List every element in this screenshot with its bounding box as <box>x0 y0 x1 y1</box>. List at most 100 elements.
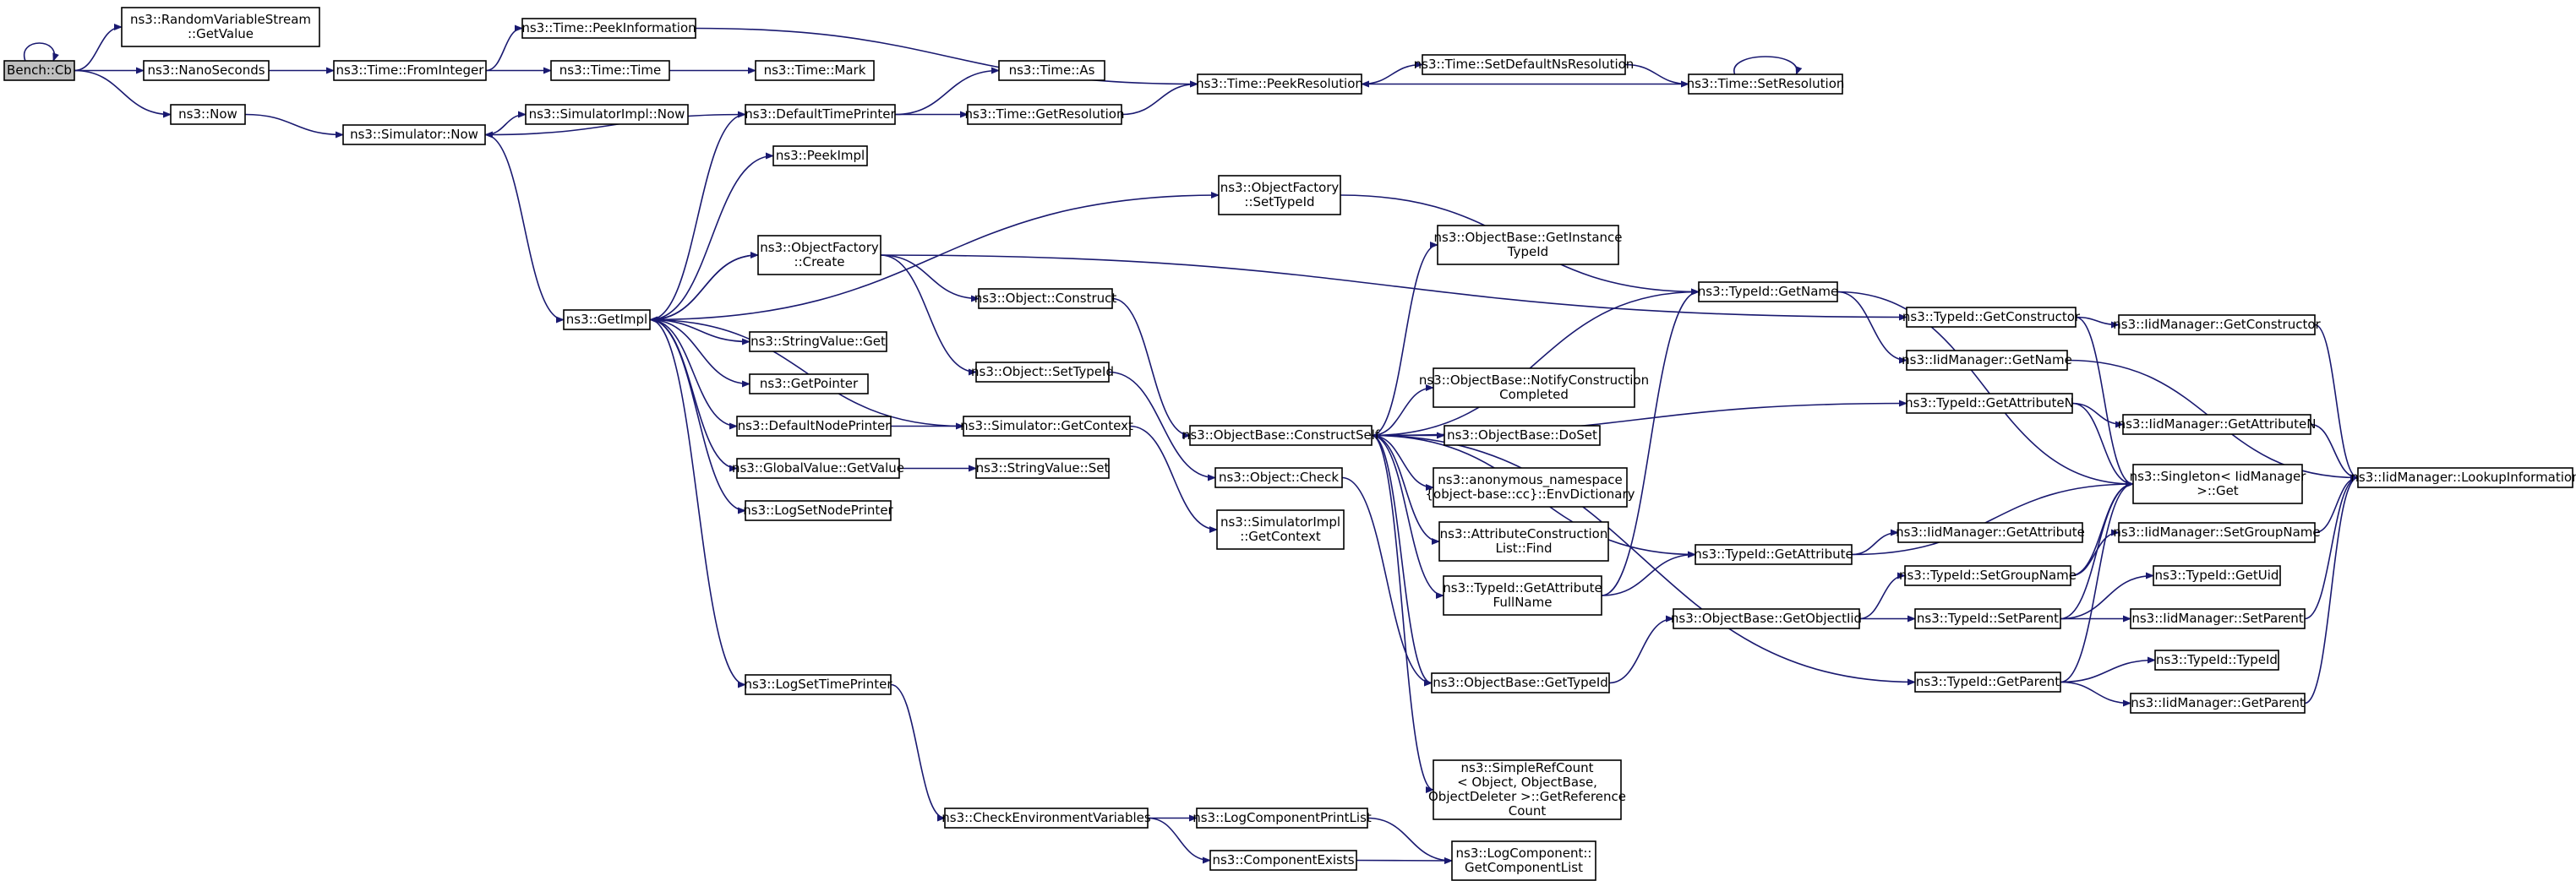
node-label: Completed <box>1499 387 1569 402</box>
node-simplerefcount[interactable]: ns3::SimpleRefCount< Object, ObjectBase,… <box>1428 759 1626 820</box>
node-box <box>1189 425 1373 446</box>
node-box <box>757 235 881 275</box>
node-typeid-getattributen[interactable]: ns3::TypeId::GetAttributeN <box>1905 393 2074 414</box>
node-time-frominteger[interactable]: ns3::Time::FromInteger <box>333 60 487 81</box>
node-typeid-getparent[interactable]: ns3::TypeId::GetParent <box>1914 672 2061 693</box>
node-time-setdefaultnsresolution[interactable]: ns3::Time::SetDefaultNsResolution <box>1414 54 1635 75</box>
node-time-setresolution[interactable]: ns3::Time::SetResolution <box>1687 73 1845 95</box>
node-object-construct[interactable]: ns3::Object::Construct <box>974 288 1117 309</box>
node-time-peekinformation[interactable]: ns3::Time::PeekInformation <box>521 18 696 39</box>
node-defaulttimeprinter[interactable]: ns3::DefaultTimePrinter <box>745 104 897 125</box>
node-label: ns3::Time::SetResolution <box>1687 76 1845 91</box>
node-logsetnodeprinter[interactable]: ns3::LogSetNodePrinter <box>743 500 894 521</box>
edge-objectbase-constructself-to-objectbase-notifyconstructioncompleted <box>1371 384 1434 437</box>
node-time-mark[interactable]: ns3::Time::Mark <box>755 60 875 81</box>
node-logsettimeprinter[interactable]: ns3::LogSetTimePrinter <box>744 674 892 695</box>
node-time-peekresolution[interactable]: ns3::Time::PeekResolution <box>1196 73 1363 95</box>
node-objectfactory-settypeid[interactable]: ns3::ObjectFactory::SetTypeId <box>1218 175 1341 215</box>
node-label: ns3::AttributeConstruction <box>1440 526 1608 541</box>
edge-now-to-simulator-now <box>244 113 344 139</box>
node-label: ns3::Time::Time <box>559 63 662 78</box>
node-typeid-setgroupname[interactable]: ns3::TypeId::SetGroupName <box>1899 565 2077 586</box>
node-typeid-getuid[interactable]: ns3::TypeId::GetUid <box>2153 565 2281 586</box>
node-objectfactory-create[interactable]: ns3::ObjectFactory::Create <box>757 235 881 275</box>
node-simulatorimpl-getcontext[interactable]: ns3::SimulatorImpl::GetContext <box>1216 509 1345 550</box>
node-label: ns3::IidManager::SetGroupName <box>2113 525 2320 540</box>
node-stringvalue-get[interactable]: ns3::StringValue::Get <box>749 331 887 352</box>
node-iidmanager-getparent[interactable]: ns3::IidManager::GetParent <box>2130 693 2306 714</box>
node-iidmanager-lookupinformation[interactable]: ns3::IidManager::LookupInformation <box>2350 467 2576 488</box>
node-box <box>2118 522 2316 543</box>
node-objectbase-doset[interactable]: ns3::ObjectBase::DoSet <box>1444 425 1601 446</box>
edge-time-peekinformation-to-time-peekresolution <box>695 27 1198 88</box>
node-iidmanager-getattributen[interactable]: ns3::IidManager::GetAttributeN <box>2118 414 2317 435</box>
node-iidmanager-setparent[interactable]: ns3::IidManager::SetParent <box>2130 608 2306 629</box>
node-object-settypeid[interactable]: ns3::Object::SetTypeId <box>971 362 1114 383</box>
node-logcomponent-getcomponentlist[interactable]: ns3::LogComponent::GetComponentList <box>1451 840 1596 881</box>
node-iidmanager-getattribute[interactable]: ns3::IidManager::GetAttribute <box>1896 522 2085 543</box>
edge-objectbase-getobjectiid-to-typeid-setgroupname <box>1858 572 1906 620</box>
node-label: ns3::LogComponentPrintList <box>1192 810 1372 825</box>
edge-typeid-setparent-to-singleton-get <box>2060 481 2134 620</box>
node-typeid-getname[interactable]: ns3::TypeId::GetName <box>1698 281 1838 302</box>
node-label: Bench::Cb <box>7 63 72 78</box>
node-time-as[interactable]: ns3::Time::As <box>998 60 1105 81</box>
node-objectbase-getobjectiid[interactable]: ns3::ObjectBase::GetObjectIid <box>1671 608 1862 629</box>
node-box <box>143 60 270 81</box>
node-typeid-typeid[interactable]: ns3::TypeId::TypeId <box>2154 650 2279 671</box>
node-label: FullName <box>1493 595 1553 610</box>
edge-getimpl-to-objectfactory-settypeid <box>649 192 1220 321</box>
node-typeid-getattribute[interactable]: ns3::TypeId::GetAttribute <box>1694 544 1853 565</box>
node-objectbase-constructself[interactable]: ns3::ObjectBase::ConstructSelf <box>1182 425 1380 446</box>
node-box <box>736 416 892 437</box>
node-time-time[interactable]: ns3::Time::Time <box>550 60 670 81</box>
node-typeid-setparent[interactable]: ns3::TypeId::SetParent <box>1914 608 2061 629</box>
node-label: ns3::Simulator::Now <box>350 127 478 142</box>
node-bench[interactable]: Bench::Cb <box>3 60 75 81</box>
node-globalvalue-getvalue[interactable]: ns3::GlobalValue::GetValue <box>732 458 904 479</box>
node-typeid-getconstructor[interactable]: ns3::TypeId::GetConstructor <box>1902 307 2081 328</box>
node-logcomponentprintlist[interactable]: ns3::LogComponentPrintList <box>1192 808 1372 829</box>
node-objectbase-notifyconstructioncompleted[interactable]: ns3::ObjectBase::NotifyConstructionCompl… <box>1419 367 1649 408</box>
node-label: ns3::SimpleRefCount <box>1461 760 1594 775</box>
node-label: ns3::ObjectBase::GetObjectIid <box>1671 611 1862 626</box>
node-box <box>333 60 487 81</box>
node-object-check[interactable]: ns3::Object::Check <box>1214 467 1343 488</box>
node-label: ns3::ObjectBase::GetTypeId <box>1433 675 1608 690</box>
node-iidmanager-getconstructor[interactable]: ns3::IidManager::GetConstructor <box>2113 314 2322 335</box>
node-checkenv[interactable]: ns3::CheckEnvironmentVariables <box>941 808 1151 829</box>
node-label: ::SetTypeId <box>1244 194 1314 209</box>
edge-typeid-getparent-to-singleton-get <box>2060 481 2134 683</box>
node-peekimpl[interactable]: ns3::PeekImpl <box>772 145 868 166</box>
node-now[interactable]: ns3::Now <box>170 104 246 125</box>
node-label: ns3::TypeId::SetParent <box>1917 611 2059 626</box>
node-simulatorimpl-now[interactable]: ns3::SimulatorImpl::Now <box>525 104 689 125</box>
node-label: ns3::StringValue::Get <box>750 334 886 349</box>
node-singleton-get[interactable]: ns3::Singleton< IidManager >::Get <box>2130 464 2307 504</box>
node-getpointer[interactable]: ns3::GetPointer <box>749 373 869 394</box>
node-componentexists[interactable]: ns3::ComponentExists <box>1209 850 1357 871</box>
node-rvs-getvalue[interactable]: ns3::RandomVariableStream::GetValue <box>121 7 320 47</box>
node-box <box>749 373 869 394</box>
node-anon-envdictionary[interactable]: ns3::anonymous_namespace{object-base::cc… <box>1426 467 1635 508</box>
node-objectbase-gettypeid[interactable]: ns3::ObjectBase::GetTypeId <box>1431 672 1610 693</box>
edge-objectfactory-create-to-getimpl <box>649 254 759 324</box>
node-stringvalue-set[interactable]: ns3::StringValue::Set <box>975 458 1110 479</box>
node-simulator-getcontext[interactable]: ns3::Simulator::GetContext <box>960 416 1133 437</box>
edge-time-frominteger-to-time-peekinformation <box>485 24 523 72</box>
edge-iidmanager-getparent-to-iidmanager-lookupinformation <box>2304 474 2359 704</box>
node-iidmanager-setgroupname[interactable]: ns3::IidManager::SetGroupName <box>2113 522 2321 543</box>
node-box <box>1209 850 1357 871</box>
node-defaultnodeprinter[interactable]: ns3::DefaultNodePrinter <box>736 416 892 437</box>
node-box <box>1422 54 1626 75</box>
node-getimpl[interactable]: ns3::GetImpl <box>563 309 651 330</box>
node-box <box>1906 393 2073 414</box>
node-label: ObjectDeleter >::GetReference <box>1428 789 1626 804</box>
node-time-getresolution[interactable]: ns3::Time::GetResolution <box>965 104 1125 125</box>
node-nanoseconds[interactable]: ns3::NanoSeconds <box>143 60 270 81</box>
node-simulator-now[interactable]: ns3::Simulator::Now <box>342 124 486 145</box>
node-iidmanager-getname[interactable]: ns3::IidManager::GetName <box>1902 350 2072 371</box>
